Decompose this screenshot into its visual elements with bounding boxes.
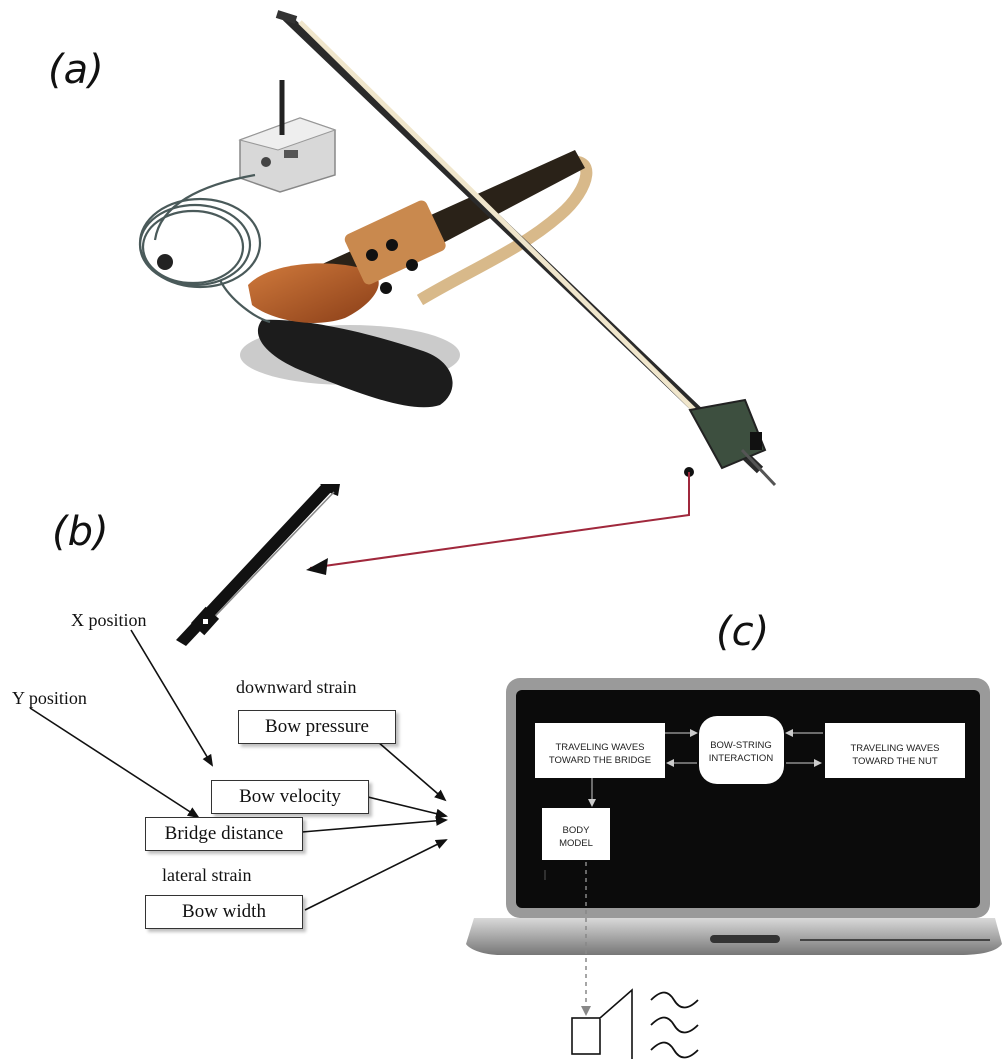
body-line1: BODY bbox=[563, 825, 591, 836]
label-downward-strain: downward strain bbox=[236, 677, 357, 697]
bow-sketch bbox=[176, 484, 340, 646]
cable-coil bbox=[138, 173, 271, 324]
mapping-arrows bbox=[29, 629, 448, 911]
interaction-line1: BOW-STRING bbox=[710, 740, 772, 751]
violin-body bbox=[248, 263, 379, 323]
violin-photo bbox=[138, 10, 777, 487]
left-waves-line1: TRAVELING WAVES bbox=[555, 742, 644, 753]
violin-chin-rest bbox=[257, 319, 453, 408]
block-right-waves bbox=[825, 723, 965, 778]
block-interaction bbox=[699, 716, 784, 784]
body-line2: MODEL bbox=[559, 838, 593, 849]
right-waves-line2: TOWARD THE NUT bbox=[852, 756, 938, 767]
block-left-waves bbox=[535, 723, 665, 778]
param-bow-velocity: Bow velocity bbox=[211, 780, 369, 814]
panel-label-b: (b) bbox=[52, 509, 109, 555]
violin-frame bbox=[416, 155, 593, 306]
left-waves-line2: TOWARD THE BRIDGE bbox=[549, 755, 651, 766]
param-bow-pressure: Bow pressure bbox=[238, 710, 396, 744]
label-lateral-strain: lateral strain bbox=[162, 865, 252, 885]
block-body bbox=[542, 808, 610, 860]
panel-label-c: (c) bbox=[716, 609, 770, 655]
bow-connector bbox=[306, 467, 694, 575]
label-y-position: Y position bbox=[12, 688, 87, 708]
speaker-icon bbox=[571, 988, 633, 1059]
sound-waves-icon bbox=[650, 991, 699, 1059]
param-bridge-distance: Bridge distance bbox=[145, 817, 303, 851]
label-x-position: X position bbox=[71, 610, 147, 630]
bow-hair bbox=[298, 20, 737, 452]
laptop: TRAVELING WAVES TOWARD THE BRIDGE BOW-ST… bbox=[466, 678, 1002, 955]
panel-label-a: (a) bbox=[48, 47, 104, 93]
interaction-line2: INTERACTION bbox=[709, 753, 774, 764]
param-bow-width: Bow width bbox=[145, 895, 303, 929]
right-waves-line1: TRAVELING WAVES bbox=[850, 743, 939, 754]
bow-sensor-board bbox=[688, 398, 767, 470]
